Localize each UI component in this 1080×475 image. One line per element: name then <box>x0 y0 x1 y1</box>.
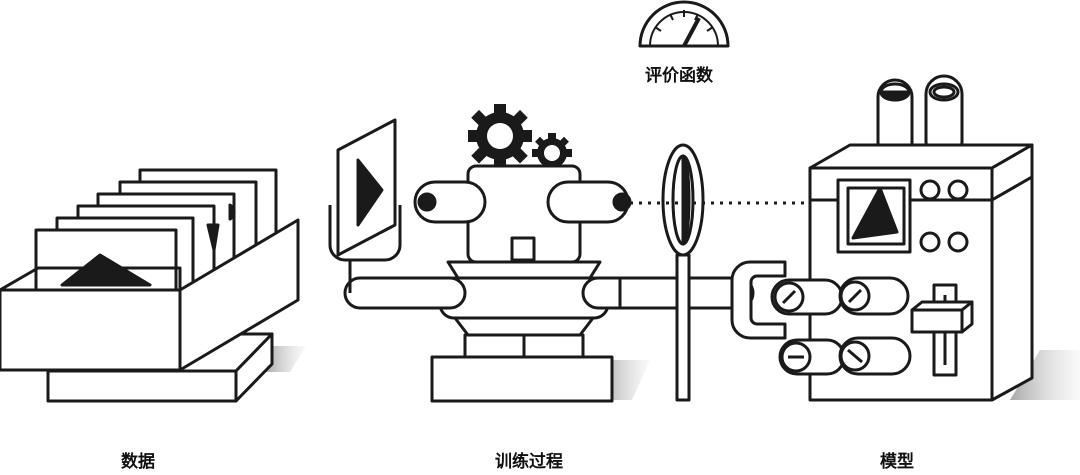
label-evaluation: 评价函数 <box>645 66 713 86</box>
label-training: 训练过程 <box>495 452 563 472</box>
gauge-icon <box>638 0 730 48</box>
data-box <box>0 168 306 403</box>
model-machine <box>770 74 1080 402</box>
training-robot <box>328 104 787 403</box>
magnifier <box>661 143 705 402</box>
gear-icon <box>532 133 572 173</box>
label-data: 数据 <box>121 452 155 472</box>
label-model: 模型 <box>880 452 914 472</box>
gear-icon <box>468 104 532 168</box>
